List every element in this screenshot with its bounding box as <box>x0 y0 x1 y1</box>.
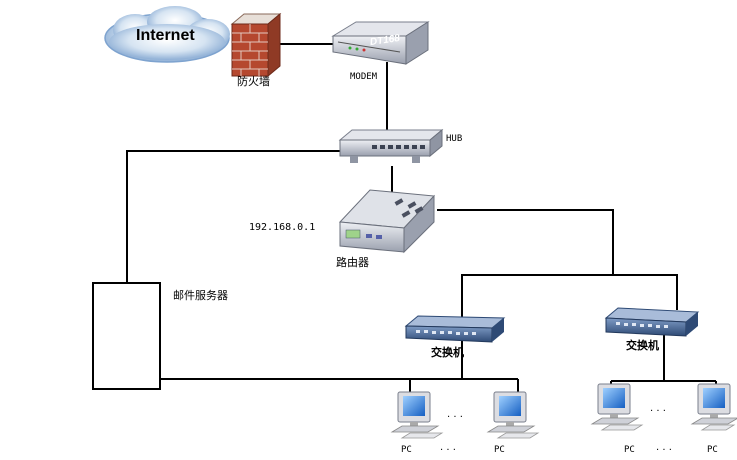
connections <box>126 43 717 393</box>
switch-left-icon <box>404 315 506 343</box>
mail-server-label: 邮件服务器 <box>173 289 228 302</box>
firewall-icon <box>230 12 282 78</box>
pc-label-left-a: PC <box>401 445 412 455</box>
mail-server-box <box>92 282 161 390</box>
pc-label-right-a: PC <box>624 445 635 455</box>
pc-icon <box>390 391 444 439</box>
switch-right-label: 交换机 <box>626 339 659 352</box>
ellipsis-top-right: · · · <box>650 406 666 417</box>
link-hub-mailserver <box>126 150 344 283</box>
router-ip-label: 192.168.0.1 <box>249 222 316 233</box>
router-icon <box>338 189 436 254</box>
link-rightswitch-pcs <box>610 332 717 393</box>
ellipsis-bottom-left: · · · <box>440 445 456 456</box>
link-leftswitch-pcs <box>409 340 519 393</box>
modem-icon <box>331 21 430 65</box>
pc-icon <box>486 391 540 439</box>
pc-label-left-b: PC <box>494 445 505 455</box>
switch-right-icon <box>604 307 700 337</box>
hub-icon <box>338 128 444 163</box>
ellipsis-top-left: · · · <box>447 412 463 423</box>
internet-cloud-icon <box>104 6 230 63</box>
link-router-switches <box>437 209 678 318</box>
pc-label-right-b: PC <box>707 445 718 455</box>
ellipsis-bottom-right: · · · <box>656 445 672 456</box>
internet-label: Internet <box>136 27 195 44</box>
modem-label: MODEM <box>350 72 378 82</box>
hub-label: HUB <box>446 134 463 144</box>
pc-icon <box>690 383 737 431</box>
pc-icon <box>590 383 644 431</box>
switch-left-label: 交换机 <box>431 346 464 359</box>
router-label: 路由器 <box>336 256 369 269</box>
firewall-label: 防火墙 <box>237 75 270 88</box>
